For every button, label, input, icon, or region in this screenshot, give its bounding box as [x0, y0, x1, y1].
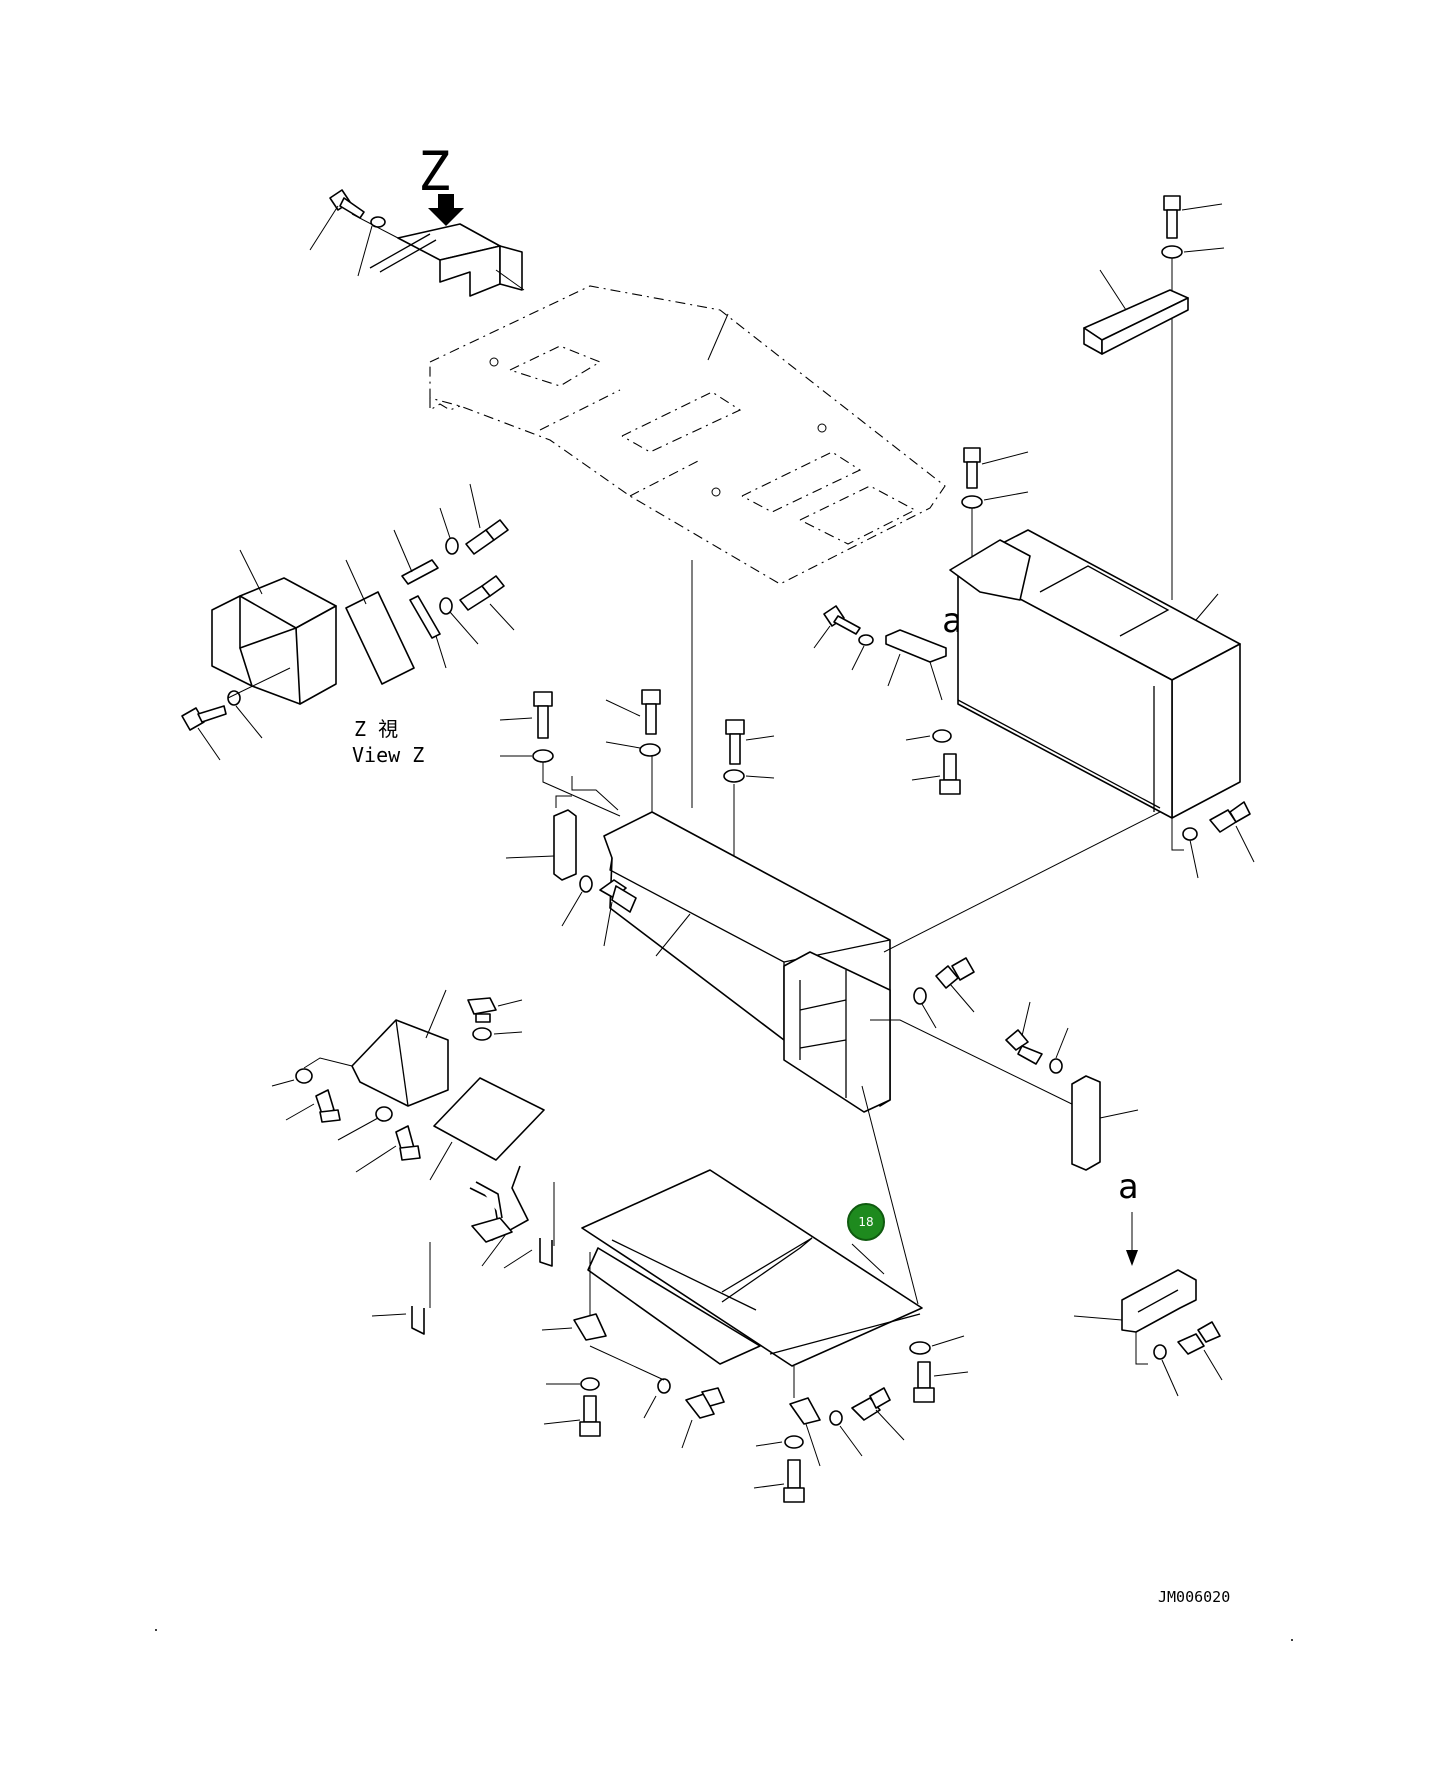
washer-side-bracket: [1049, 1058, 1063, 1074]
washer-top-left: [370, 216, 386, 228]
washer-box-top: [961, 495, 983, 509]
washer-nut-top: [472, 1027, 492, 1041]
arrow-a-lower-head: [1126, 1250, 1138, 1266]
small-cover: [351, 1019, 449, 1107]
view-z-kanji: Z 視: [354, 717, 398, 741]
floor-plate: [429, 285, 946, 585]
washer-upper-right: [1161, 245, 1183, 259]
small-cover-plate: [885, 629, 947, 663]
long-pin: [409, 595, 441, 639]
washer-lower-left-1: [295, 1068, 313, 1084]
u-bolt-right: [539, 1238, 553, 1267]
view-z-letter: Z: [418, 140, 451, 203]
bolt-center-right: [725, 719, 745, 765]
washer-plate-right: [913, 987, 927, 1005]
mounting-plate: [433, 1077, 545, 1161]
washer-lower-left-2: [375, 1106, 393, 1122]
left-cover-bracket: [211, 577, 337, 705]
bolt-box-right: [1209, 801, 1251, 833]
hinge-clamp: [1083, 289, 1189, 355]
bolt-center-mid: [641, 689, 661, 735]
bolt-left-mid: [459, 575, 505, 611]
bolt-lower-left-1: [315, 1089, 341, 1123]
bolt-upper-right: [1163, 195, 1181, 239]
washer-left-upper: [445, 537, 459, 555]
pin-shaft: [401, 559, 439, 585]
callout-18-number: 18: [858, 1215, 873, 1229]
drawing-code: JM006020: [1158, 1588, 1230, 1606]
main-support-plate: [603, 811, 891, 1113]
bolt-box-bottom: [939, 753, 961, 795]
bolt-tray-bottom: [783, 1459, 805, 1503]
arrow-a-lower-label: a: [1118, 1167, 1138, 1207]
view-direction-arrow: [428, 194, 464, 226]
bolt-rear-bracket: [1177, 1321, 1221, 1355]
view-z-bracket: [369, 223, 523, 297]
bolt-tray-far-right: [913, 1361, 935, 1403]
washer-mid-right: [858, 634, 874, 646]
washer-tray-left: [580, 1377, 600, 1391]
washer-center-right: [723, 769, 745, 783]
washer-left-mid: [439, 597, 453, 615]
washer-tray-right-2: [829, 1410, 843, 1426]
washer-center-left: [532, 749, 554, 763]
bolt-left-lower: [181, 705, 227, 731]
side-mount-bracket: [1071, 1075, 1101, 1171]
tray-clip-right: [789, 1397, 821, 1425]
washer-tray-right-1: [784, 1435, 804, 1449]
washer-tray-mid: [657, 1378, 671, 1394]
battery-box: [949, 529, 1241, 819]
nut-top: [467, 997, 497, 1023]
washer-plate-left: [579, 875, 593, 893]
bolt-box-top: [963, 447, 981, 489]
washer-tray-far-right: [909, 1341, 931, 1355]
pipe-assembly: [469, 1165, 529, 1243]
leader-floor-plate: [707, 313, 729, 361]
tray-clip-left: [573, 1313, 607, 1341]
under-tray: [581, 1169, 923, 1367]
bolt-tray-right: [851, 1387, 891, 1421]
bolt-tray-left: [579, 1395, 601, 1437]
bolt-side-bracket: [1005, 1029, 1043, 1065]
washer-center-mid: [639, 743, 661, 757]
bolt-plate-right: [935, 957, 975, 989]
bolt-plate-left: [599, 879, 637, 913]
bolt-left-upper: [465, 519, 509, 555]
u-bolt-left: [411, 1306, 425, 1335]
washer-box-right: [1182, 827, 1198, 841]
bolt-center-left: [533, 691, 553, 739]
bolt-mid-right-left: [823, 605, 861, 635]
bolt-top-left: [329, 189, 365, 219]
callout-18[interactable]: 18: [847, 1203, 885, 1241]
left-plate: [345, 591, 415, 685]
bolt-tray-mid: [685, 1387, 725, 1419]
washer-rear-bracket: [1153, 1344, 1167, 1360]
view-z-english: View Z: [352, 743, 424, 767]
washer-box-bottom: [932, 729, 952, 743]
rear-bracket: [1121, 1269, 1197, 1333]
bolt-lower-left-2: [395, 1125, 421, 1161]
plate-side-bracket: [553, 809, 577, 881]
